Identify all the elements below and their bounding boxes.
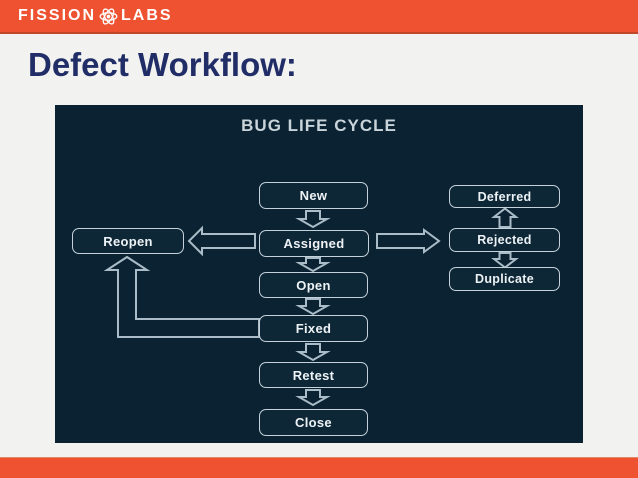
node-new-label: New	[299, 188, 328, 203]
arrow-assigned-to-open	[295, 257, 331, 273]
node-rejected: Rejected	[449, 228, 560, 252]
node-retest: Retest	[259, 362, 368, 388]
node-fixed-label: Fixed	[295, 321, 332, 336]
node-retest-label: Retest	[292, 367, 335, 383]
node-rejected-label: Rejected	[477, 233, 532, 247]
atom-icon	[98, 6, 119, 27]
bug-life-cycle-diagram: BUG LIFE CYCLE New Assigned Open Fixed R…	[55, 105, 583, 443]
arrow-open-to-fixed	[295, 298, 331, 316]
logo-text-labs: LABS	[121, 7, 173, 24]
arrow-rejected-to-deferred	[491, 207, 519, 228]
node-deferred: Deferred	[449, 185, 560, 208]
arrow-rejected-to-duplicate	[491, 252, 519, 269]
node-close: Close	[259, 409, 368, 436]
node-assigned-label: Assigned	[283, 236, 345, 251]
page-title: Defect Workflow:	[28, 46, 297, 83]
logo-text-fission: FISSION	[18, 7, 97, 24]
node-fixed: Fixed	[259, 315, 368, 342]
node-close-label: Close	[295, 415, 332, 430]
arrow-assigned-to-reopen	[187, 225, 256, 257]
node-duplicate-label: Duplicate	[475, 272, 534, 286]
fission-labs-logo: FISSION LABS	[18, 6, 173, 27]
arrow-new-to-assigned	[295, 210, 331, 229]
node-reopen: Reopen	[72, 228, 184, 254]
arrow-assigned-to-rejected	[376, 228, 441, 254]
footer-bar	[0, 457, 638, 478]
node-duplicate: Duplicate	[449, 267, 560, 291]
node-reopen-label: Reopen	[103, 233, 153, 249]
node-open: Open	[259, 272, 368, 298]
diagram-title: BUG LIFE CYCLE	[241, 116, 397, 135]
node-new: New	[259, 182, 368, 209]
arrow-retest-to-close	[295, 389, 331, 407]
arrow-fixed-to-retest	[295, 343, 331, 362]
arrow-fixed-to-reopen-elbow	[103, 255, 260, 338]
header-bar: FISSION LABS	[0, 0, 638, 34]
node-open-label: Open	[296, 277, 331, 293]
node-assigned: Assigned	[259, 230, 369, 257]
node-deferred-label: Deferred	[477, 189, 532, 204]
